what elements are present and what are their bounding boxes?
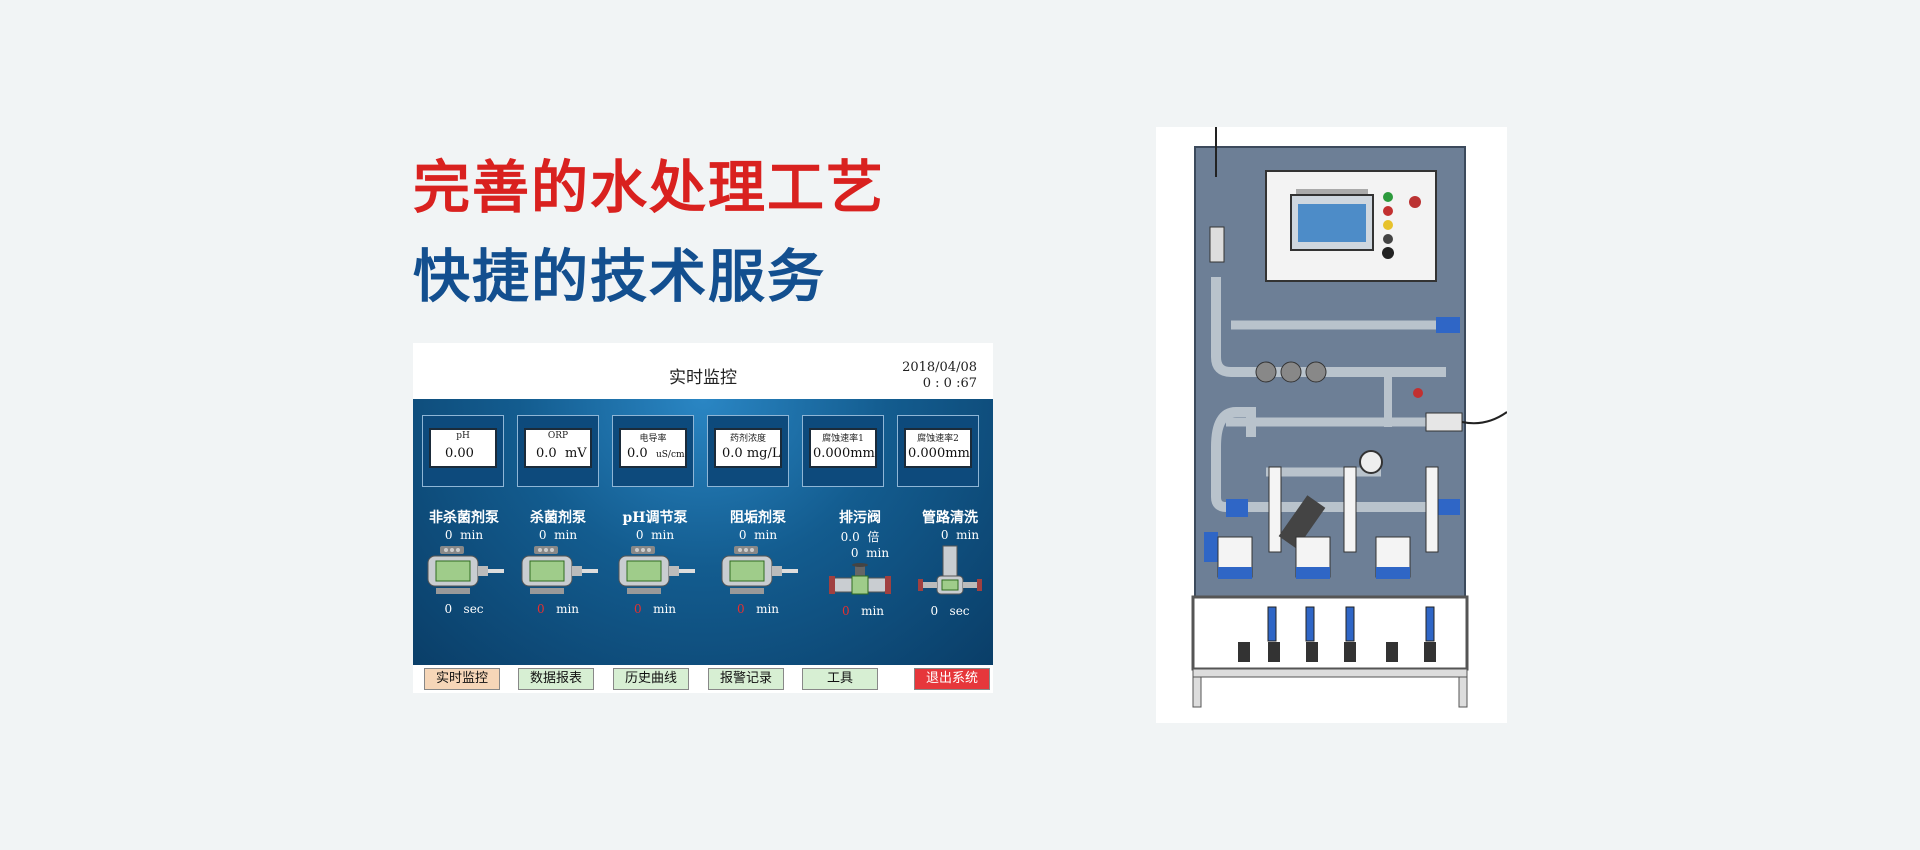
device-runtime-value: 0 <box>940 528 949 542</box>
device-interval-unit: sec <box>463 602 484 616</box>
device-name: 杀菌剂泵 <box>530 510 586 526</box>
sensor-label: ORP <box>547 431 569 441</box>
sensor-value: 0.0 <box>722 446 743 461</box>
device-name: 管路清洗 <box>922 510 978 526</box>
device-runtime-value: 0 <box>444 528 453 542</box>
device-ph-pump: pH调节泵 0 min 0 min <box>607 507 703 627</box>
device-runtime-unit: min <box>651 528 675 542</box>
sensor-unit: uS/cm <box>655 450 685 460</box>
device-blowdown-valve: 排污阀 0.0 倍 0 min 0 min <box>812 507 908 627</box>
alarm-record-button[interactable]: 报警记录 <box>708 668 784 690</box>
equipment-image <box>1156 127 1508 723</box>
device-name: pH调节泵 <box>622 510 688 526</box>
device-interval-value: 0 <box>841 604 850 618</box>
device-ratio-unit: 倍 <box>867 530 880 544</box>
sensor-label: 电导率 <box>639 434 667 444</box>
device-interval-unit: sec <box>949 604 970 618</box>
sensor-unit: mm/a <box>850 446 875 461</box>
device-antiscalant-pump: 阻垢剂泵 0 min 0 min <box>710 507 806 627</box>
device-biocide-pump: 杀菌剂泵 0 min 0 min <box>510 507 606 627</box>
device-pipe-cleaning: 管路清洗 0 min 0 sec <box>902 507 998 627</box>
device-interval-unit: min <box>756 602 780 616</box>
tools-button[interactable]: 工具 <box>802 668 878 690</box>
device-runtime-value: 0 <box>635 528 644 542</box>
sensor-orp: ORP 0.0 mV <box>517 415 599 487</box>
valve-icon <box>829 563 891 595</box>
device-interval-value: 0 <box>536 602 545 616</box>
device-interval-value: 0 <box>633 602 642 616</box>
device-runtime-unit: min <box>460 528 484 542</box>
device-runtime-unit: min <box>866 546 890 560</box>
device-runtime-value: 0 <box>738 528 747 542</box>
sensor-label: 腐蚀速率2 <box>917 434 959 444</box>
sensor-value: 0.000 <box>813 446 851 461</box>
device-runtime-unit: min <box>554 528 578 542</box>
sensor-corrosion-2: 腐蚀速率2 0.000mm/a <box>897 415 979 487</box>
device-name: 排污阀 <box>839 510 881 526</box>
exit-system-button[interactable]: 退出系统 <box>914 668 990 690</box>
headline-process: 完善的水处理工艺 <box>413 155 885 221</box>
device-interval-value: 0 <box>930 604 939 618</box>
sensor-unit: mV <box>564 446 587 461</box>
sensor-concentration: 药剂浓度 0.0 mg/L <box>707 415 789 487</box>
sensor-ph: pH 0.00 <box>422 415 504 487</box>
hmi-screen: 实时监控 2018/04/08 0 : 0 :67 pH 0.00 ORP 0.… <box>413 343 993 693</box>
sensor-label: pH <box>456 431 470 441</box>
pump-icon <box>521 546 598 594</box>
sensor-conductivity: 电导率 0.0 uS/cm <box>612 415 694 487</box>
sensor-label: 腐蚀速率1 <box>822 434 864 444</box>
sensor-label: 药剂浓度 <box>729 434 766 444</box>
device-runtime-unit: min <box>956 528 980 542</box>
hmi-date: 2018/04/08 <box>902 360 977 375</box>
sensor-value: 0.0 <box>627 446 648 461</box>
dosing-skid-illustration <box>1191 127 1508 708</box>
sensor-value: 0.0 <box>536 446 557 461</box>
sensor-unit: mg/L <box>746 446 780 461</box>
device-ratio-value: 0.0 <box>840 530 860 544</box>
monitor-panel: pH 0.00 ORP 0.0 mV 电导率 0.0 uS/cm 药剂浓度 0.… <box>413 399 993 665</box>
hmi-datetime: 2018/04/08 0 : 0 :67 <box>902 360 977 392</box>
filter-icon <box>918 545 982 595</box>
device-interval-unit: min <box>556 602 580 616</box>
device-runtime-unit: min <box>754 528 778 542</box>
device-runtime-value: 0 <box>538 528 547 542</box>
device-name: 非杀菌剂泵 <box>429 510 499 526</box>
device-interval-unit: min <box>653 602 677 616</box>
pump-icon <box>427 546 504 594</box>
sensor-value: 0.000 <box>908 446 946 461</box>
pump-icon <box>618 546 695 594</box>
device-interval-value: 0 <box>736 602 745 616</box>
hmi-time: 0 : 0 :67 <box>922 376 977 391</box>
device-name: 阻垢剂泵 <box>730 510 786 526</box>
device-non-biocide-pump: 非杀菌剂泵 0 min 0 sec <box>416 507 512 627</box>
sensor-corrosion-1: 腐蚀速率1 0.000mm/a <box>802 415 884 487</box>
device-runtime-value: 0 <box>850 546 859 560</box>
history-curve-button[interactable]: 历史曲线 <box>613 668 689 690</box>
hmi-title: 实时监控 <box>669 368 737 388</box>
sensor-value: 0.00 <box>445 446 474 461</box>
device-interval-unit: min <box>861 604 885 618</box>
data-report-button[interactable]: 数据报表 <box>518 668 594 690</box>
sensor-unit: mm/a <box>945 446 970 461</box>
device-interval-value: 0 <box>444 602 453 616</box>
headline-service: 快捷的技术服务 <box>413 244 826 310</box>
realtime-monitor-button[interactable]: 实时监控 <box>424 668 500 690</box>
pump-icon <box>721 546 798 594</box>
